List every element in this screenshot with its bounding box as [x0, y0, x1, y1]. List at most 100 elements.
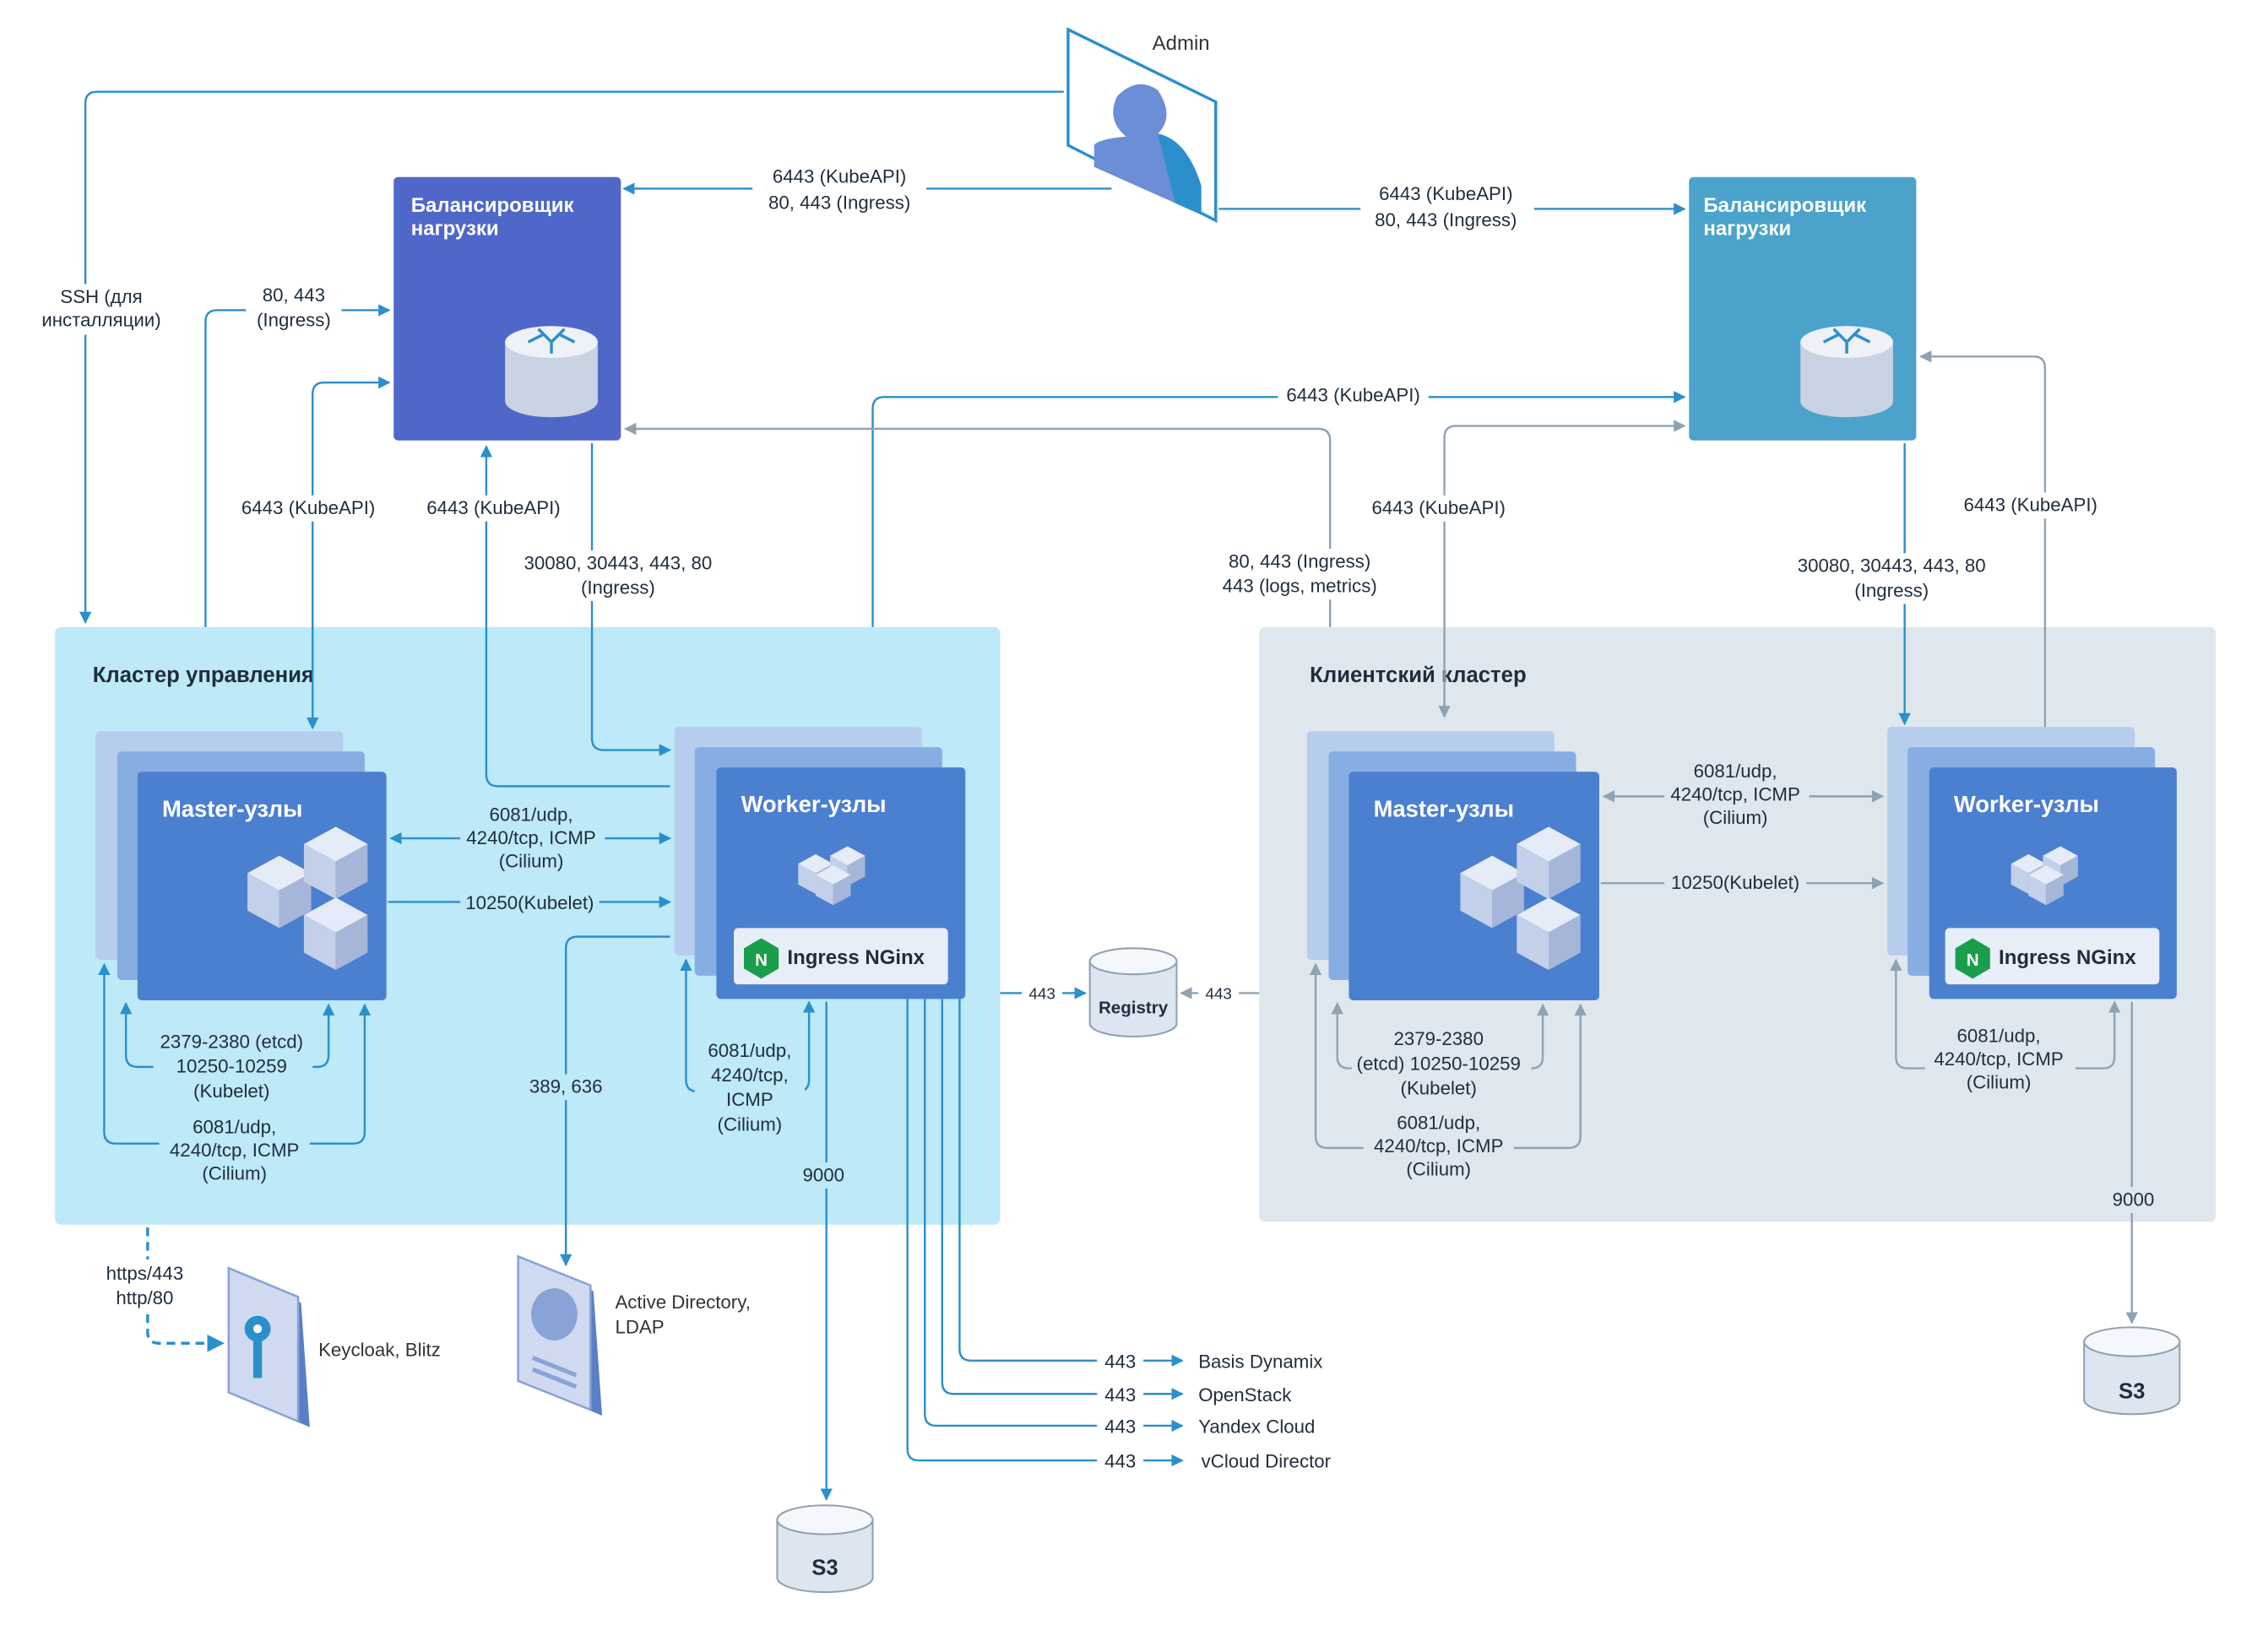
- mgmt-master-nodes[interactable]: Master-узлы: [95, 731, 387, 1001]
- conn-lb-mgmt-worker: [590, 443, 672, 756]
- label-client-worker-cilium-2: 4240/tcp, ICMP: [1934, 1048, 2063, 1070]
- conn-ldap: [559, 935, 670, 1267]
- conn-kubeapi-master-mgmt: [307, 376, 391, 730]
- label-mgmt-etcd-2: 10250-10259: [176, 1056, 287, 1077]
- label-mgmt-cilium-1: 6081/udp,: [490, 804, 573, 826]
- router-icon: [1800, 326, 1893, 418]
- provider-yandex[interactable]: Yandex Cloud: [1198, 1416, 1315, 1438]
- registry-label: Registry: [1099, 998, 1169, 1017]
- s3-mgmt-db[interactable]: S3: [776, 1504, 874, 1594]
- conn-client-lb-mgmt: [624, 422, 1332, 627]
- ldap-icon[interactable]: [517, 1254, 603, 1416]
- mgmt-worker-nodes[interactable]: Worker-узлы N Ingress NGinx: [674, 727, 966, 999]
- label-mgmt-cilium-2: 4240/tcp, ICMP: [466, 827, 595, 848]
- label-mgmt-worker-cilium-3: ICMP: [726, 1089, 773, 1110]
- label-client-worker-cilium-1: 6081/udp,: [1957, 1026, 2041, 1047]
- client-worker-nodes[interactable]: Worker-узлы N Ingress NGinx: [1887, 727, 2177, 999]
- label-mgmt-worker-cilium-1: 6081/udp,: [708, 1040, 791, 1061]
- s3-client-label: S3: [2119, 1379, 2145, 1403]
- lb-mgmt-title-2: нагрузки: [411, 217, 499, 240]
- client-master-nodes[interactable]: Master-узлы: [1306, 731, 1599, 1001]
- keycloak-icon[interactable]: [227, 1266, 310, 1427]
- client-ingress-label: Ingress NGinx: [1999, 946, 2136, 969]
- label-client-etcd-2: (etcd) 10250-10259: [1357, 1053, 1521, 1074]
- label-client-kubelet: 10250(Kubelet): [1671, 872, 1799, 893]
- provider-port-yandex: 443: [1104, 1416, 1136, 1438]
- mgmt-worker-title: Worker-узлы: [741, 791, 887, 817]
- label-kubeapi-worker-client: 6443 (KubeAPI): [1964, 495, 2097, 516]
- label-admin-lb-mgmt-2: 80, 443 (Ingress): [768, 192, 910, 213]
- mgmt-ingress-label: Ingress NGinx: [787, 946, 925, 969]
- svg-text:N: N: [1967, 951, 1979, 970]
- label-client-master-cilium-2: 4240/tcp, ICMP: [1374, 1135, 1503, 1156]
- svg-text:N: N: [755, 951, 768, 970]
- mgmt-cluster-title: Кластер управления: [93, 664, 314, 687]
- client-master-title: Master-узлы: [1374, 795, 1514, 821]
- conn-kubeapi-worker-client: [1919, 350, 2047, 728]
- provider-basis[interactable]: Basis Dynamix: [1198, 1351, 1322, 1372]
- label-s3-port-mgmt: 9000: [802, 1164, 844, 1185]
- label-ldap-ports: 389, 636: [529, 1076, 603, 1097]
- label-mgmt-etcd-1: 2379-2380 (etcd): [160, 1032, 303, 1053]
- s3-client-db[interactable]: S3: [2083, 1326, 2181, 1416]
- label-ssh-1: SSH (для: [60, 286, 142, 307]
- client-worker-title: Worker-узлы: [1954, 791, 2099, 817]
- provider-openstack[interactable]: OpenStack: [1198, 1384, 1292, 1406]
- label-client-master-cilium-3: (Cilium): [1406, 1158, 1471, 1179]
- label-ssh-2: инсталляции): [41, 309, 160, 330]
- conn-kubeapi-master-client: [1438, 420, 1686, 718]
- conn-provider-openstack: [941, 999, 1184, 1400]
- label-mgmt-worker-cilium-4: (Cilium): [718, 1113, 783, 1135]
- label-mgmt-etcd-3: (Kubelet): [193, 1081, 269, 1102]
- label-client-cilium-3: (Cilium): [1703, 807, 1768, 828]
- provider-port-basis: 443: [1104, 1351, 1136, 1372]
- label-registry-right: 443: [1205, 984, 1231, 1002]
- label-mgmt-kubelet: 10250(Kubelet): [465, 892, 594, 913]
- label-keycloak-2: http/80: [116, 1287, 173, 1308]
- label-client-master-cilium-1: 6081/udp,: [1397, 1113, 1480, 1134]
- lb-mgmt[interactable]: Балансировщик нагрузки: [393, 176, 621, 441]
- lb-mgmt-title-1: Балансировщик: [411, 194, 575, 217]
- label-kubeapi-worker-mgmt: 6443 (KubeAPI): [426, 497, 560, 518]
- registry-db[interactable]: Registry: [1088, 947, 1178, 1037]
- label-client-lb-mgmt-2: 443 (logs, metrics): [1223, 576, 1377, 597]
- lb-client-title-2: нагрузки: [1703, 217, 1791, 240]
- lb-client-title-1: Балансировщик: [1703, 194, 1867, 217]
- label-keycloak-1: https/443: [106, 1263, 184, 1284]
- admin-label: Admin: [1153, 32, 1210, 55]
- label-lb-mgmt-worker-1: 30080, 30443, 443, 80: [524, 552, 712, 573]
- ldap-label-1: Active Directory,: [615, 1292, 750, 1313]
- label-client-cilium-2: 4240/tcp, ICMP: [1670, 784, 1799, 805]
- label-mgmt-master-cilium-1: 6081/udp,: [193, 1117, 276, 1138]
- s3-mgmt-label: S3: [811, 1557, 838, 1580]
- label-lb-client-worker-1: 30080, 30443, 443, 80: [1798, 555, 1986, 577]
- lb-client[interactable]: Балансировщик нагрузки: [1689, 176, 1917, 441]
- conn-provider-basis: [958, 999, 1184, 1368]
- label-worker-lb-client: 6443 (KubeAPI): [1286, 384, 1419, 405]
- provider-vcloud[interactable]: vCloud Director: [1202, 1451, 1332, 1472]
- label-mgmt-master-cilium-2: 4240/tcp, ICMP: [170, 1140, 299, 1161]
- admin-icon[interactable]: [1066, 27, 1218, 223]
- label-client-etcd-1: 2379-2380: [1393, 1028, 1483, 1049]
- label-admin-lb-client-1: 6443 (KubeAPI): [1379, 183, 1512, 204]
- label-mgmt-cilium-3: (Cilium): [499, 850, 564, 871]
- conn-provider-vcloud: [906, 999, 1184, 1467]
- client-cluster-title: Клиентский кластер: [1310, 664, 1526, 687]
- conn-provider-yandex: [924, 999, 1184, 1433]
- label-admin-lb-mgmt-1: 6443 (KubeAPI): [773, 166, 906, 187]
- label-client-cilium-1: 6081/udp,: [1694, 761, 1777, 782]
- label-registry-left: 443: [1028, 984, 1055, 1002]
- conn-keycloak: [146, 1227, 225, 1352]
- mgmt-master-title: Master-узлы: [162, 795, 302, 821]
- label-mgmt-worker-cilium-2: 4240/tcp,: [711, 1064, 789, 1086]
- conn-worker-lb-client: [871, 391, 1686, 627]
- label-client-worker-cilium-3: (Cilium): [1967, 1072, 2032, 1093]
- label-lb-mgmt-worker-2: (Ingress): [581, 577, 655, 598]
- label-admin-lb-client-2: 80, 443 (Ingress): [1375, 209, 1517, 230]
- label-mgmt-master-cilium-3: (Cilium): [202, 1163, 267, 1184]
- router-icon: [505, 326, 598, 418]
- provider-port-openstack: 443: [1104, 1384, 1136, 1406]
- label-ingress-80-443-1: 80, 443: [263, 284, 325, 306]
- conn-ingress-lb-mgmt: [204, 304, 391, 627]
